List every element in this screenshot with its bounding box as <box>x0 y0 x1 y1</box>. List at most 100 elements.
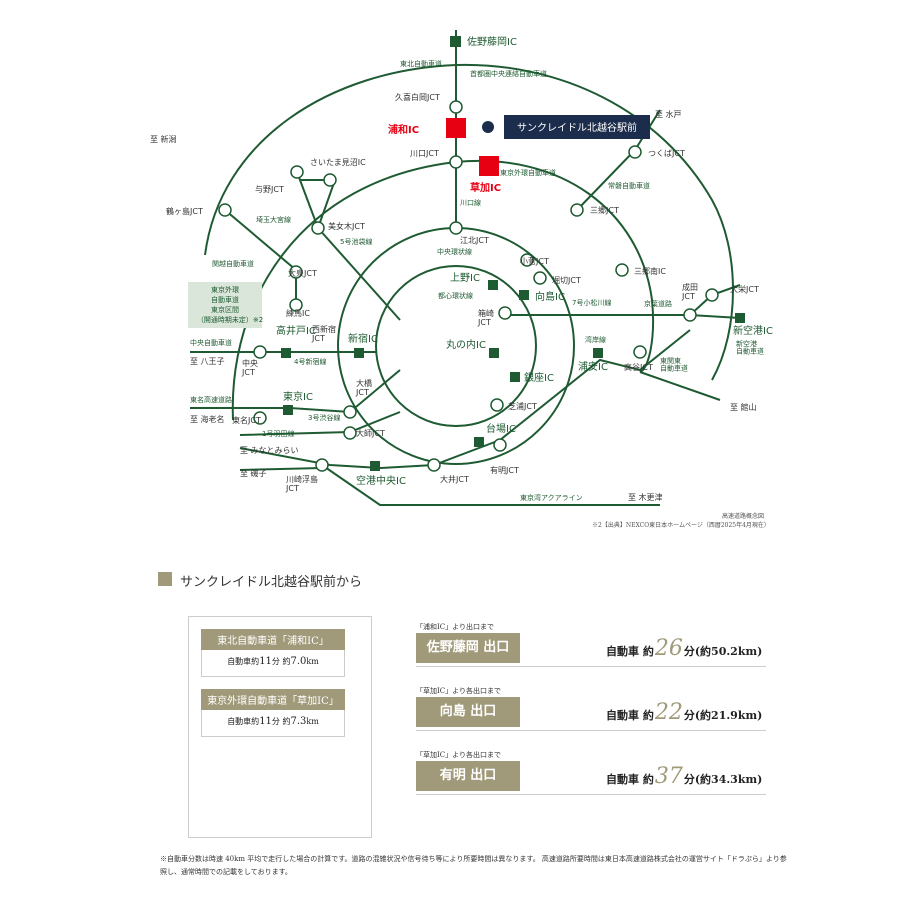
jct-tomei: 東名JCT <box>232 415 261 425</box>
ic-card-urawa: 東北自動車道「浦和IC」 自動車約11分 約7.0km <box>201 629 345 677</box>
ic-card-body: 自動車約11分 約7.0km <box>201 650 345 677</box>
dir-minatomirai: 至 みなとみらい <box>240 446 299 455</box>
ic-card-soka: 東京外環自動車道「草加IC」 自動車約11分 約7.3km <box>201 689 345 737</box>
road-shinjukusen: 4号新宿線 <box>294 357 326 366</box>
toshin-kanjo-road <box>375 265 537 427</box>
road-ikebukuro: 5号池袋線 <box>340 237 372 246</box>
region-note-2: 自動車道 <box>211 295 239 304</box>
road-tomei: 東名高速道路 <box>190 395 232 404</box>
region-note-3: 東京区間 <box>211 305 239 314</box>
road-haneda: 1号羽田線 <box>262 429 294 438</box>
footnote: ※自動車分数は時速 40km 平均で走行した場合の計算です。道路の混雑状況や信号… <box>160 855 787 876</box>
route-time: 自動車 約37分(約34.3km) <box>606 764 763 789</box>
ic-ginza: 銀座IC <box>524 371 554 384</box>
dir-ebina: 至 海老名 <box>190 414 225 424</box>
jct-kuki: 久喜白岡JCT <box>395 92 440 102</box>
shinkuko-road <box>689 314 741 319</box>
road-kanetsu: 関越自動車道 <box>212 259 254 268</box>
ic-access-panel: 東北自動車道「浦和IC」 自動車約11分 約7.0km 東京外環自動車道「草加I… <box>188 616 372 838</box>
route-ariake: 「草加IC」より各出口まで 有明 出口 自動車 約37分(約34.3km) <box>416 750 766 795</box>
road-komatsugawa: 7号小松川線 <box>572 298 611 307</box>
route-sano: 「浦和IC」より出口まで 佐野藤岡 出口 自動車 約26分(約50.2km) <box>416 622 766 667</box>
ic-markers <box>281 36 745 471</box>
road-chuo: 中央自動車道 <box>190 338 232 347</box>
ic-labels: 佐野藤岡IC 浦和IC 草加IC 上野IC 向島IC 新宿IC 高井戸IC 丸の… <box>276 36 773 487</box>
map-note-2: ※2【出典】NEXCO東日本ホームページ（西暦2025年4月現在） <box>592 522 770 529</box>
ic-shinkuko: 新空港IC <box>733 324 773 337</box>
road-saitamaomiya: 埼玉大宮線 <box>256 215 291 224</box>
dir-hachioji: 至 八王子 <box>190 357 225 366</box>
road-tohoku: 東北自動車道 <box>400 59 442 68</box>
jct-oizumi: 大泉JCT <box>288 268 317 278</box>
jct-labels: 久喜白岡JCT 川口JCT つくばJCT 三郷JCT 三郷南IC 与野JCT さ… <box>166 92 759 493</box>
ic-soka: 草加IC <box>470 181 501 194</box>
jct-kohoku: 江北JCT <box>460 236 489 245</box>
road-kawaguchisen: 川口線 <box>460 198 481 207</box>
dir-niigata: 至 新潟 <box>150 134 177 144</box>
urawa-ic-marker <box>446 118 466 138</box>
ic-card-head: 東京外環自動車道「草加IC」 <box>201 689 345 710</box>
route-from: 「浦和IC」より出口まで <box>416 623 494 631</box>
expressway-map: 東京外環 自動車道 東京区間 （開通時期未定）※2 サンクレイドル北越谷駅前 <box>150 30 773 506</box>
route-time: 自動車 約22分(約21.9km) <box>606 700 763 725</box>
ic-marunouchi: 丸の内IC <box>446 338 486 351</box>
jct-shibaura: 芝浦JCT <box>508 401 537 411</box>
jct-koya: 高谷JCT <box>624 362 653 372</box>
road-toshinkanjo: 都心環状線 <box>438 291 473 300</box>
jct-saitama: さいたま見沼IC <box>310 158 366 167</box>
road-shinkukodo: 新空港自動車道 <box>736 339 764 356</box>
soka-ic-marker <box>479 156 499 176</box>
route-mukojima: 「草加IC」より各出口まで 向島 出口 自動車 約22分(約21.9km) <box>416 686 766 731</box>
road-higashikanto: 東関東自動車道 <box>660 356 688 373</box>
dir-isogo: 至 磯子 <box>240 468 267 478</box>
property-marker <box>482 121 494 133</box>
dir-kisarazu: 至 木更津 <box>628 492 663 502</box>
higashikanto-road <box>639 371 721 401</box>
road-chuokanjo: 中央環状線 <box>437 247 472 256</box>
jct-nerima: 練馬IC <box>286 308 310 318</box>
jct-kawaguchi: 川口JCT <box>410 149 439 158</box>
ic-card-head: 東北自動車道「浦和IC」 <box>201 629 345 650</box>
road-aqualine: 東京湾アクアライン <box>520 493 583 502</box>
road-keiyo: 京葉道路 <box>644 299 672 308</box>
section-title: サンクレイドル北越谷駅前から <box>180 575 363 590</box>
section-title-square <box>158 572 172 586</box>
ic-shinjuku: 新宿IC <box>348 332 378 345</box>
jct-oi: 大井JCT <box>440 474 469 484</box>
jct-ariake: 有明JCT <box>490 465 519 475</box>
dir-tateyama: 至 館山 <box>730 402 757 412</box>
route-from: 「草加IC」より各出口まで <box>416 751 501 759</box>
kenodo-road <box>204 63 734 381</box>
region-note-1: 東京外環 <box>211 285 239 294</box>
route-dest: 向島 出口 <box>416 697 520 727</box>
ic-kuko: 空港中央IC <box>356 474 406 487</box>
ic-takaido: 高井戸IC <box>276 324 316 337</box>
map-note-1: 高速道路概念図 <box>722 513 765 520</box>
route-from: 「草加IC」より各出口まで <box>416 687 501 695</box>
aqualine-road <box>321 464 660 506</box>
ic-tokyo: 東京IC <box>283 390 313 403</box>
jct-misatominami: 三郷南IC <box>634 266 666 276</box>
route-dest: 有明 出口 <box>416 761 520 791</box>
jct-bijogi: 美女木JCT <box>328 221 365 231</box>
gaikan-tokyo-section-box <box>188 282 262 328</box>
jct-daishi: 大師JCT <box>356 428 385 438</box>
dir-mito: 至 水戸 <box>655 109 682 119</box>
road-wangan: 湾岸線 <box>585 335 606 344</box>
wangan-road <box>239 329 691 470</box>
jct-kosuge: 小菅JCT <box>520 256 549 266</box>
road-gaikan: 東京外環自動車道 <box>500 168 556 177</box>
road-shibuya: 3号渋谷線 <box>308 413 340 422</box>
jct-daiei: 大栄JCT <box>730 284 759 294</box>
ic-ueno: 上野IC <box>450 272 480 284</box>
ic-sano: 佐野藤岡IC <box>467 36 517 48</box>
jct-misato: 三郷JCT <box>590 206 619 215</box>
ic-urayasu: 浦安IC <box>578 360 608 373</box>
ic-urawa: 浦和IC <box>388 123 419 136</box>
ic-card-body: 自動車約11分 約7.3km <box>201 710 345 737</box>
